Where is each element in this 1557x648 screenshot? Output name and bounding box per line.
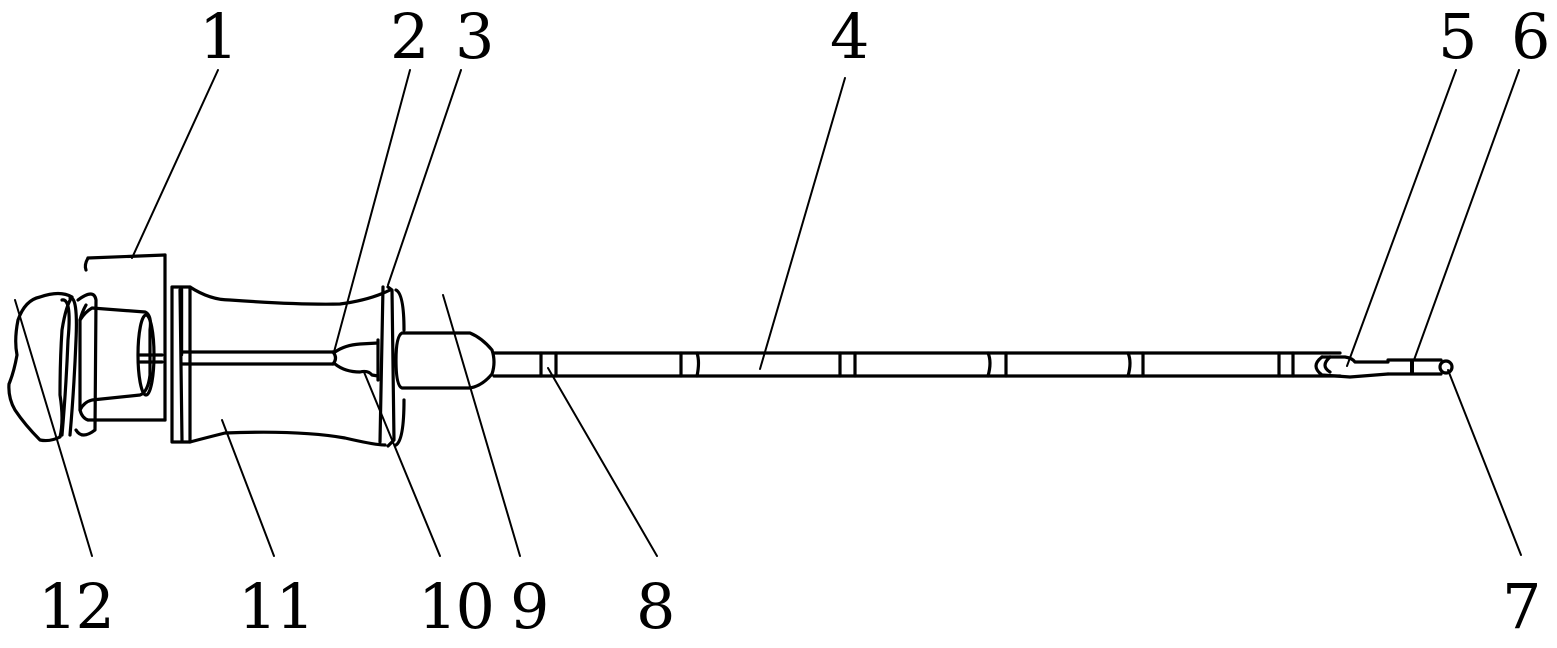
leader-12 [14,299,93,557]
side-window-part [1314,355,1390,379]
cap-connector-part [78,253,167,422]
callout-12: 12 [38,570,115,643]
leader-lines [14,69,1522,557]
callout-9: 9 [510,570,549,643]
callout-7: 7 [1502,570,1541,643]
callout-4: 4 [830,0,869,73]
leader-11 [221,419,275,557]
end-knob-part [7,291,98,443]
callout-8: 8 [636,570,675,643]
handle-grip-part [170,285,406,448]
inner-stylet-rod-part [180,287,338,366]
callout-1: 1 [199,0,238,73]
callout-11: 11 [238,570,315,643]
callout-5: 5 [1438,0,1477,73]
callout-10: 10 [418,570,495,643]
leader-3 [387,69,462,286]
leader-10 [363,371,441,557]
hub-cone-part [394,331,496,390]
callout-6: 6 [1511,0,1550,73]
callout-2: 2 [390,0,429,73]
leader-2 [333,69,411,353]
leader-9 [442,294,521,557]
leader-5 [1346,69,1457,367]
leader-7 [1447,369,1522,556]
leader-6 [1413,69,1520,361]
leader-4 [759,77,846,370]
callout-3: 3 [455,0,494,73]
leader-1 [131,69,219,259]
leader-8 [547,367,658,557]
outer-cannula-part [492,351,1342,378]
rod-collar-part [333,338,380,382]
tip-part [1386,358,1454,376]
